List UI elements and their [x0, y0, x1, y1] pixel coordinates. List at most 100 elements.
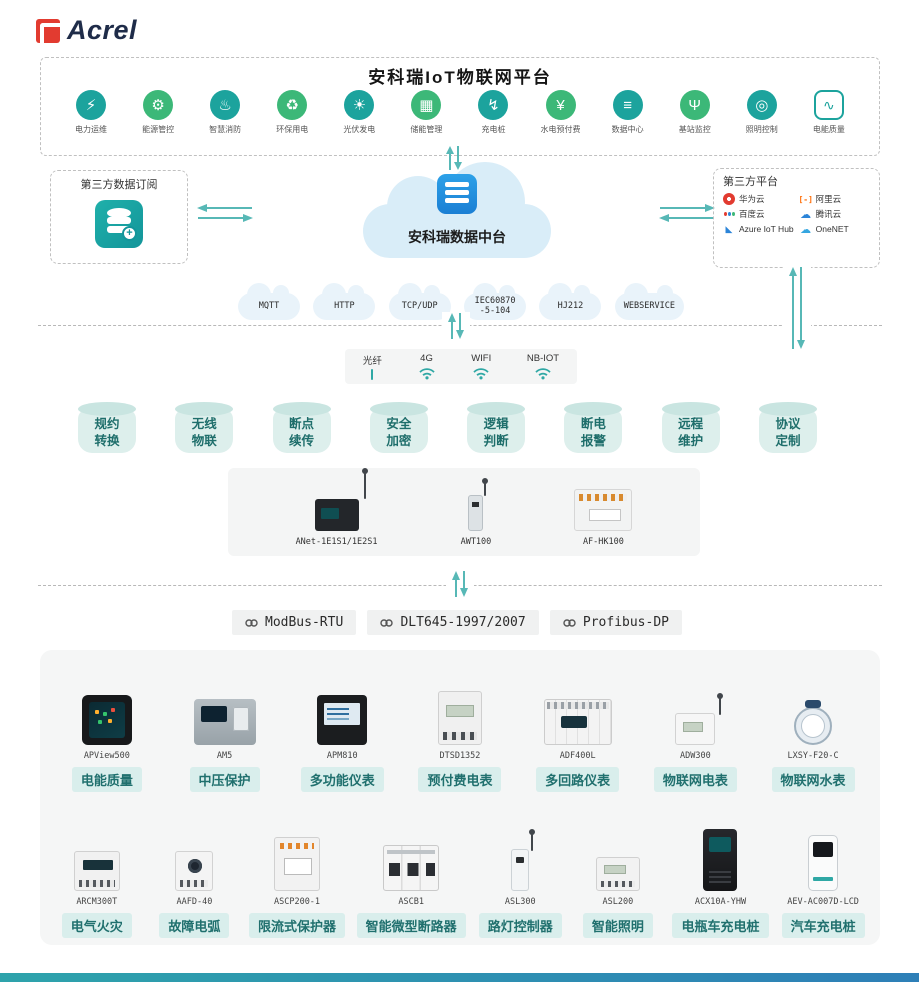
- protocol-label: TCP/UDP: [401, 300, 438, 311]
- gateway-anet: ANet-1E1S1/1E2S1: [296, 468, 377, 547]
- transport-protocol-row: MQTT HTTP TCP/UDP IEC60870 -5-104 HJ212 …: [238, 280, 684, 320]
- product-image: [437, 681, 482, 745]
- product-acx10a-yhw: ACX10A-YHW 电瓶车充电桩: [672, 827, 769, 938]
- antenna-icon: [482, 478, 489, 496]
- updown-arrow-icon: [446, 570, 474, 603]
- conn-label: WIFI: [471, 353, 492, 364]
- product-model: ARCM300T: [76, 897, 118, 907]
- protocol-name: Profibus-DP: [582, 615, 669, 630]
- app-label: 环保用电: [276, 125, 309, 134]
- iot-meter-illustration: [675, 693, 724, 745]
- thirdparty-grid: 华为云 阿里云 百度云 腾讯云 Azure IoT Hub OneNET: [723, 193, 870, 235]
- protocol-cloud-hj212: HJ212: [539, 283, 602, 320]
- product-category-badge: 中压保护: [189, 767, 260, 792]
- product-image: [193, 681, 256, 745]
- product-image: [317, 681, 368, 745]
- app-label: 数据中心: [611, 125, 644, 134]
- meter-illustration: [81, 695, 132, 745]
- product-row-1: APView500 电能质量 AM5 中压保护 APM810 多功能仪表 DTS…: [48, 662, 872, 792]
- acrel-logo-icon: [36, 18, 60, 43]
- feature-remote-maintenance: 远程 维护: [661, 402, 720, 453]
- platform-name: OneNET: [815, 224, 849, 234]
- app-label: 充电桩: [481, 125, 506, 134]
- product-dtsd1352: DTSD1352 预付费电表: [417, 681, 503, 792]
- product-am5: AM5 中压保护: [182, 681, 268, 792]
- din-meter-illustration: [437, 691, 482, 745]
- product-image: [383, 827, 440, 891]
- connectivity-bar: 光纤 4G WIFI NB-IOT: [345, 349, 577, 384]
- protocol-label: HJ212: [557, 300, 584, 311]
- protocol-profibus-dp: Profibus-DP: [549, 610, 682, 635]
- ev-charger-illustration: [808, 835, 839, 891]
- feature-custom-protocol: 协议 定制: [758, 402, 817, 453]
- eco-power-icon: ♻: [277, 90, 308, 120]
- product-category-badge: 多回路仪表: [536, 767, 620, 792]
- platform-app-row: ⚡电力运维 ⚙能源管控 ♨智慧消防 ♻环保用电 ☀光伏发电 ▦储能管理 ↯充电桩…: [61, 90, 859, 135]
- conn-4g: 4G: [418, 353, 436, 380]
- product-category-badge: 智能照明: [582, 913, 653, 938]
- product-category-badge: 多功能仪表: [300, 767, 384, 792]
- product-asl200: ASL200 智能照明: [575, 827, 661, 938]
- onenet-icon: [800, 223, 812, 235]
- wifi-icon: [473, 368, 489, 380]
- platform-name: Azure IoT Hub: [739, 224, 794, 234]
- app-eco-power: ♻ 环保用电: [262, 90, 322, 135]
- arc-fault-illustration: [175, 851, 214, 891]
- link-icon: [380, 618, 394, 627]
- protection-relay-illustration: [193, 699, 256, 745]
- app-label: 智慧消防: [209, 125, 242, 134]
- product-image: [511, 827, 536, 891]
- conn-fiber: 光纤: [363, 353, 382, 380]
- protocol-label: HTTP: [334, 300, 355, 311]
- gateway-model: AWT100: [460, 537, 492, 547]
- platform-name: 百度云: [739, 209, 765, 219]
- product-category-badge: 物联网水表: [771, 767, 855, 792]
- database-add-icon: +: [95, 200, 143, 248]
- app-label: 储能管理: [410, 125, 443, 134]
- link-icon: [563, 618, 576, 627]
- app-label: 水电预付费: [540, 125, 581, 134]
- product-category-badge: 电气火灾: [61, 913, 132, 938]
- feature-encryption: 安全 加密: [369, 402, 428, 453]
- product-model: ASL300: [504, 897, 536, 907]
- app-label: 照明控制: [745, 125, 778, 134]
- data-hub-cloud: 安科瑞数据中台: [363, 162, 551, 260]
- thirdparty-title: 第三方平台: [723, 176, 778, 188]
- product-category-badge: 电能质量: [71, 767, 142, 792]
- product-apview500: APView500 电能质量: [64, 681, 150, 792]
- product-model: AM5: [216, 751, 233, 761]
- product-image: [808, 827, 839, 891]
- product-aafd-40: AAFD-40 故障电弧: [151, 827, 237, 938]
- product-category-badge: 路灯控制器: [478, 913, 562, 938]
- multi-circuit-meter-illustration: [543, 699, 612, 745]
- product-category-badge: 预付费电表: [418, 767, 502, 792]
- app-smart-fire: ♨智慧消防: [195, 90, 255, 135]
- gateway-afhk100: AF-HK100: [574, 489, 633, 547]
- tencent-cloud-icon: [800, 208, 812, 220]
- product-category-badge: 汽车充电桩: [781, 913, 865, 938]
- product-image: [794, 681, 833, 745]
- feature-resume-transfer: 断点 续传: [272, 402, 331, 453]
- afhk100-device-illustration: [574, 489, 633, 531]
- protocol-label: WEBSERVICE: [623, 300, 675, 311]
- conn-label: 4G: [420, 353, 433, 364]
- protocol-cloud-tcpudp: TCP/UDP: [388, 283, 451, 320]
- product-row-2: ARCM300T 电气火灾 AAFD-40 故障电弧 ASCP200-1 限流式…: [48, 804, 872, 938]
- platform-name: 华为云: [739, 194, 765, 204]
- app-datacenter: ≡ 数据中心: [598, 90, 658, 135]
- datacenter-icon: ≡: [612, 90, 643, 120]
- product-image: [81, 681, 132, 745]
- app-label: 电力运维: [75, 125, 107, 134]
- gateway-model: AF-HK100: [582, 537, 624, 547]
- wifi-icon: [535, 368, 551, 380]
- ebike-charger-illustration: [703, 829, 738, 891]
- product-category-badge: 物联网电表: [653, 767, 737, 792]
- platform-tencent-cloud: 腾讯云: [800, 208, 870, 220]
- product-aev-ac007d-lcd: AEV-AC007D-LCD 汽车充电桩: [780, 827, 866, 938]
- acrel-logo: Acrel: [36, 15, 137, 46]
- product-grid-box: APView500 电能质量 AM5 中压保护 APM810 多功能仪表 DTS…: [40, 650, 880, 945]
- energy-storage-icon: ▦: [411, 90, 442, 120]
- protocol-modbus-rtu: ModBus-RTU: [232, 610, 357, 635]
